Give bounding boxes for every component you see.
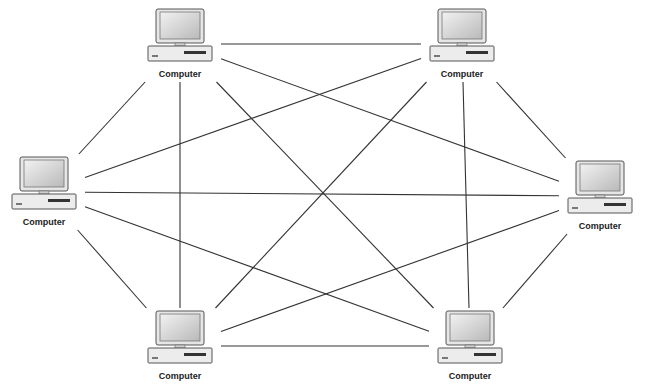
network-link: [221, 59, 559, 181]
computer-node: Computer: [4, 155, 84, 229]
computer-label: Computer: [447, 371, 494, 382]
network-link: [497, 82, 566, 158]
computer-node: Computer: [560, 159, 640, 233]
computer-label: Computer: [21, 217, 68, 228]
computer-icon: [140, 7, 220, 63]
network-link: [216, 82, 427, 308]
computer-icon: [422, 7, 502, 63]
network-link: [221, 43, 421, 44]
network-link: [221, 211, 559, 332]
network-link: [221, 345, 429, 346]
network-link: [78, 230, 147, 308]
computer-icon: [140, 309, 220, 365]
computer-icon: [560, 159, 640, 215]
computer-node: Computer: [422, 7, 502, 81]
computer-label: Computer: [439, 69, 486, 80]
network-link: [217, 82, 434, 308]
computer-label: Computer: [157, 69, 204, 80]
network-link: [79, 82, 145, 154]
computer-node: Computer: [430, 309, 510, 383]
computer-label: Computer: [577, 221, 624, 232]
network-link: [179, 82, 180, 308]
network-link: [85, 59, 421, 178]
computer-icon: [430, 309, 510, 365]
computer-label: Computer: [157, 371, 204, 382]
computer-icon: [4, 155, 84, 211]
network-link: [503, 234, 567, 308]
computer-node: Computer: [140, 7, 220, 81]
computer-node: Computer: [140, 309, 220, 383]
network-link: [85, 207, 429, 331]
